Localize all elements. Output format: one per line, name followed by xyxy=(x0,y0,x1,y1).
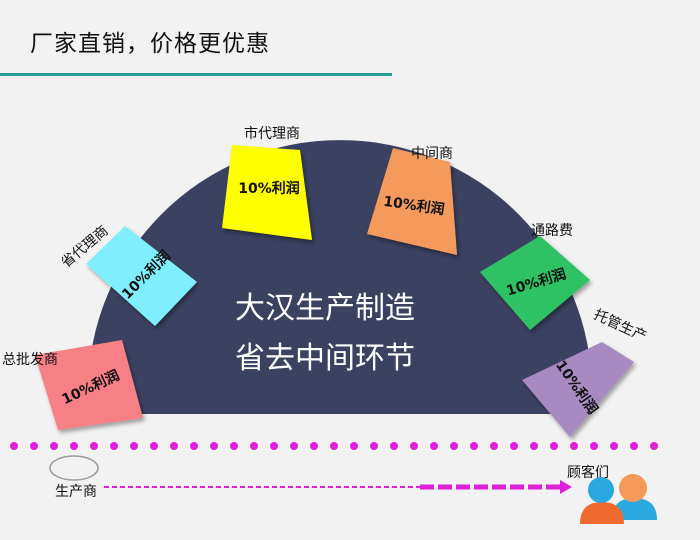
separator-dot xyxy=(430,442,438,450)
separator-dot xyxy=(630,442,638,450)
separator-dot xyxy=(90,442,98,450)
separator-dot xyxy=(330,442,338,450)
card-city-agent-badge: 10%利润 xyxy=(238,180,300,197)
title-underline xyxy=(0,73,392,76)
separator-dot xyxy=(210,442,218,450)
card-transit-fee-label: 通路费 xyxy=(531,223,573,239)
separator-dot xyxy=(270,442,278,450)
center-line-1: 大汉生产制造 xyxy=(235,291,415,326)
separator-dot xyxy=(310,442,318,450)
producer-icon xyxy=(49,455,99,481)
separator-dot xyxy=(370,442,378,450)
separator-dot xyxy=(190,442,198,450)
separator-dot xyxy=(650,442,658,450)
card-total-wholesaler-label: 总批发商 xyxy=(2,352,58,368)
customers-label: 顾客们 xyxy=(567,464,609,481)
separator-dot xyxy=(410,442,418,450)
separator-dot xyxy=(550,442,558,450)
separator-dot xyxy=(130,442,138,450)
card-provincial-agent xyxy=(86,226,197,326)
separator-dot xyxy=(10,442,18,450)
card-middleman xyxy=(367,148,457,255)
separator-dot xyxy=(290,442,298,450)
separator-dot xyxy=(70,442,78,450)
card-city-agent xyxy=(222,145,312,240)
dome-shape xyxy=(88,140,592,415)
card-transit-fee xyxy=(480,236,590,330)
separator-dot xyxy=(170,442,178,450)
center-line-2: 省去中间环节 xyxy=(235,341,415,376)
separator-dot xyxy=(150,442,158,450)
separator-dot xyxy=(590,442,598,450)
separator-dot xyxy=(50,442,58,450)
separator-dot xyxy=(30,442,38,450)
separator-dot xyxy=(250,442,258,450)
dotted-separator xyxy=(10,442,658,450)
separator-dot xyxy=(230,442,238,450)
card-managed-production xyxy=(522,342,634,437)
separator-dot xyxy=(390,442,398,450)
card-managed-production-label: 托管生产 xyxy=(591,307,649,345)
card-city-agent-label: 市代理商 xyxy=(244,125,300,142)
flow-arrow-head xyxy=(560,480,572,494)
separator-dot xyxy=(350,442,358,450)
separator-dot xyxy=(570,442,578,450)
separator-dot xyxy=(450,442,458,450)
separator-dot xyxy=(610,442,618,450)
card-middleman-label: 中间商 xyxy=(411,146,453,162)
separator-dot xyxy=(110,442,118,450)
separator-dot xyxy=(470,442,478,450)
card-total-wholesaler xyxy=(35,340,143,430)
separator-dot xyxy=(510,442,518,450)
producer-label: 生产商 xyxy=(55,484,97,500)
customers-icon xyxy=(580,474,657,524)
page-title: 厂家直销，价格更优惠 xyxy=(30,31,270,57)
separator-dot xyxy=(530,442,538,450)
separator-dot xyxy=(490,442,498,450)
